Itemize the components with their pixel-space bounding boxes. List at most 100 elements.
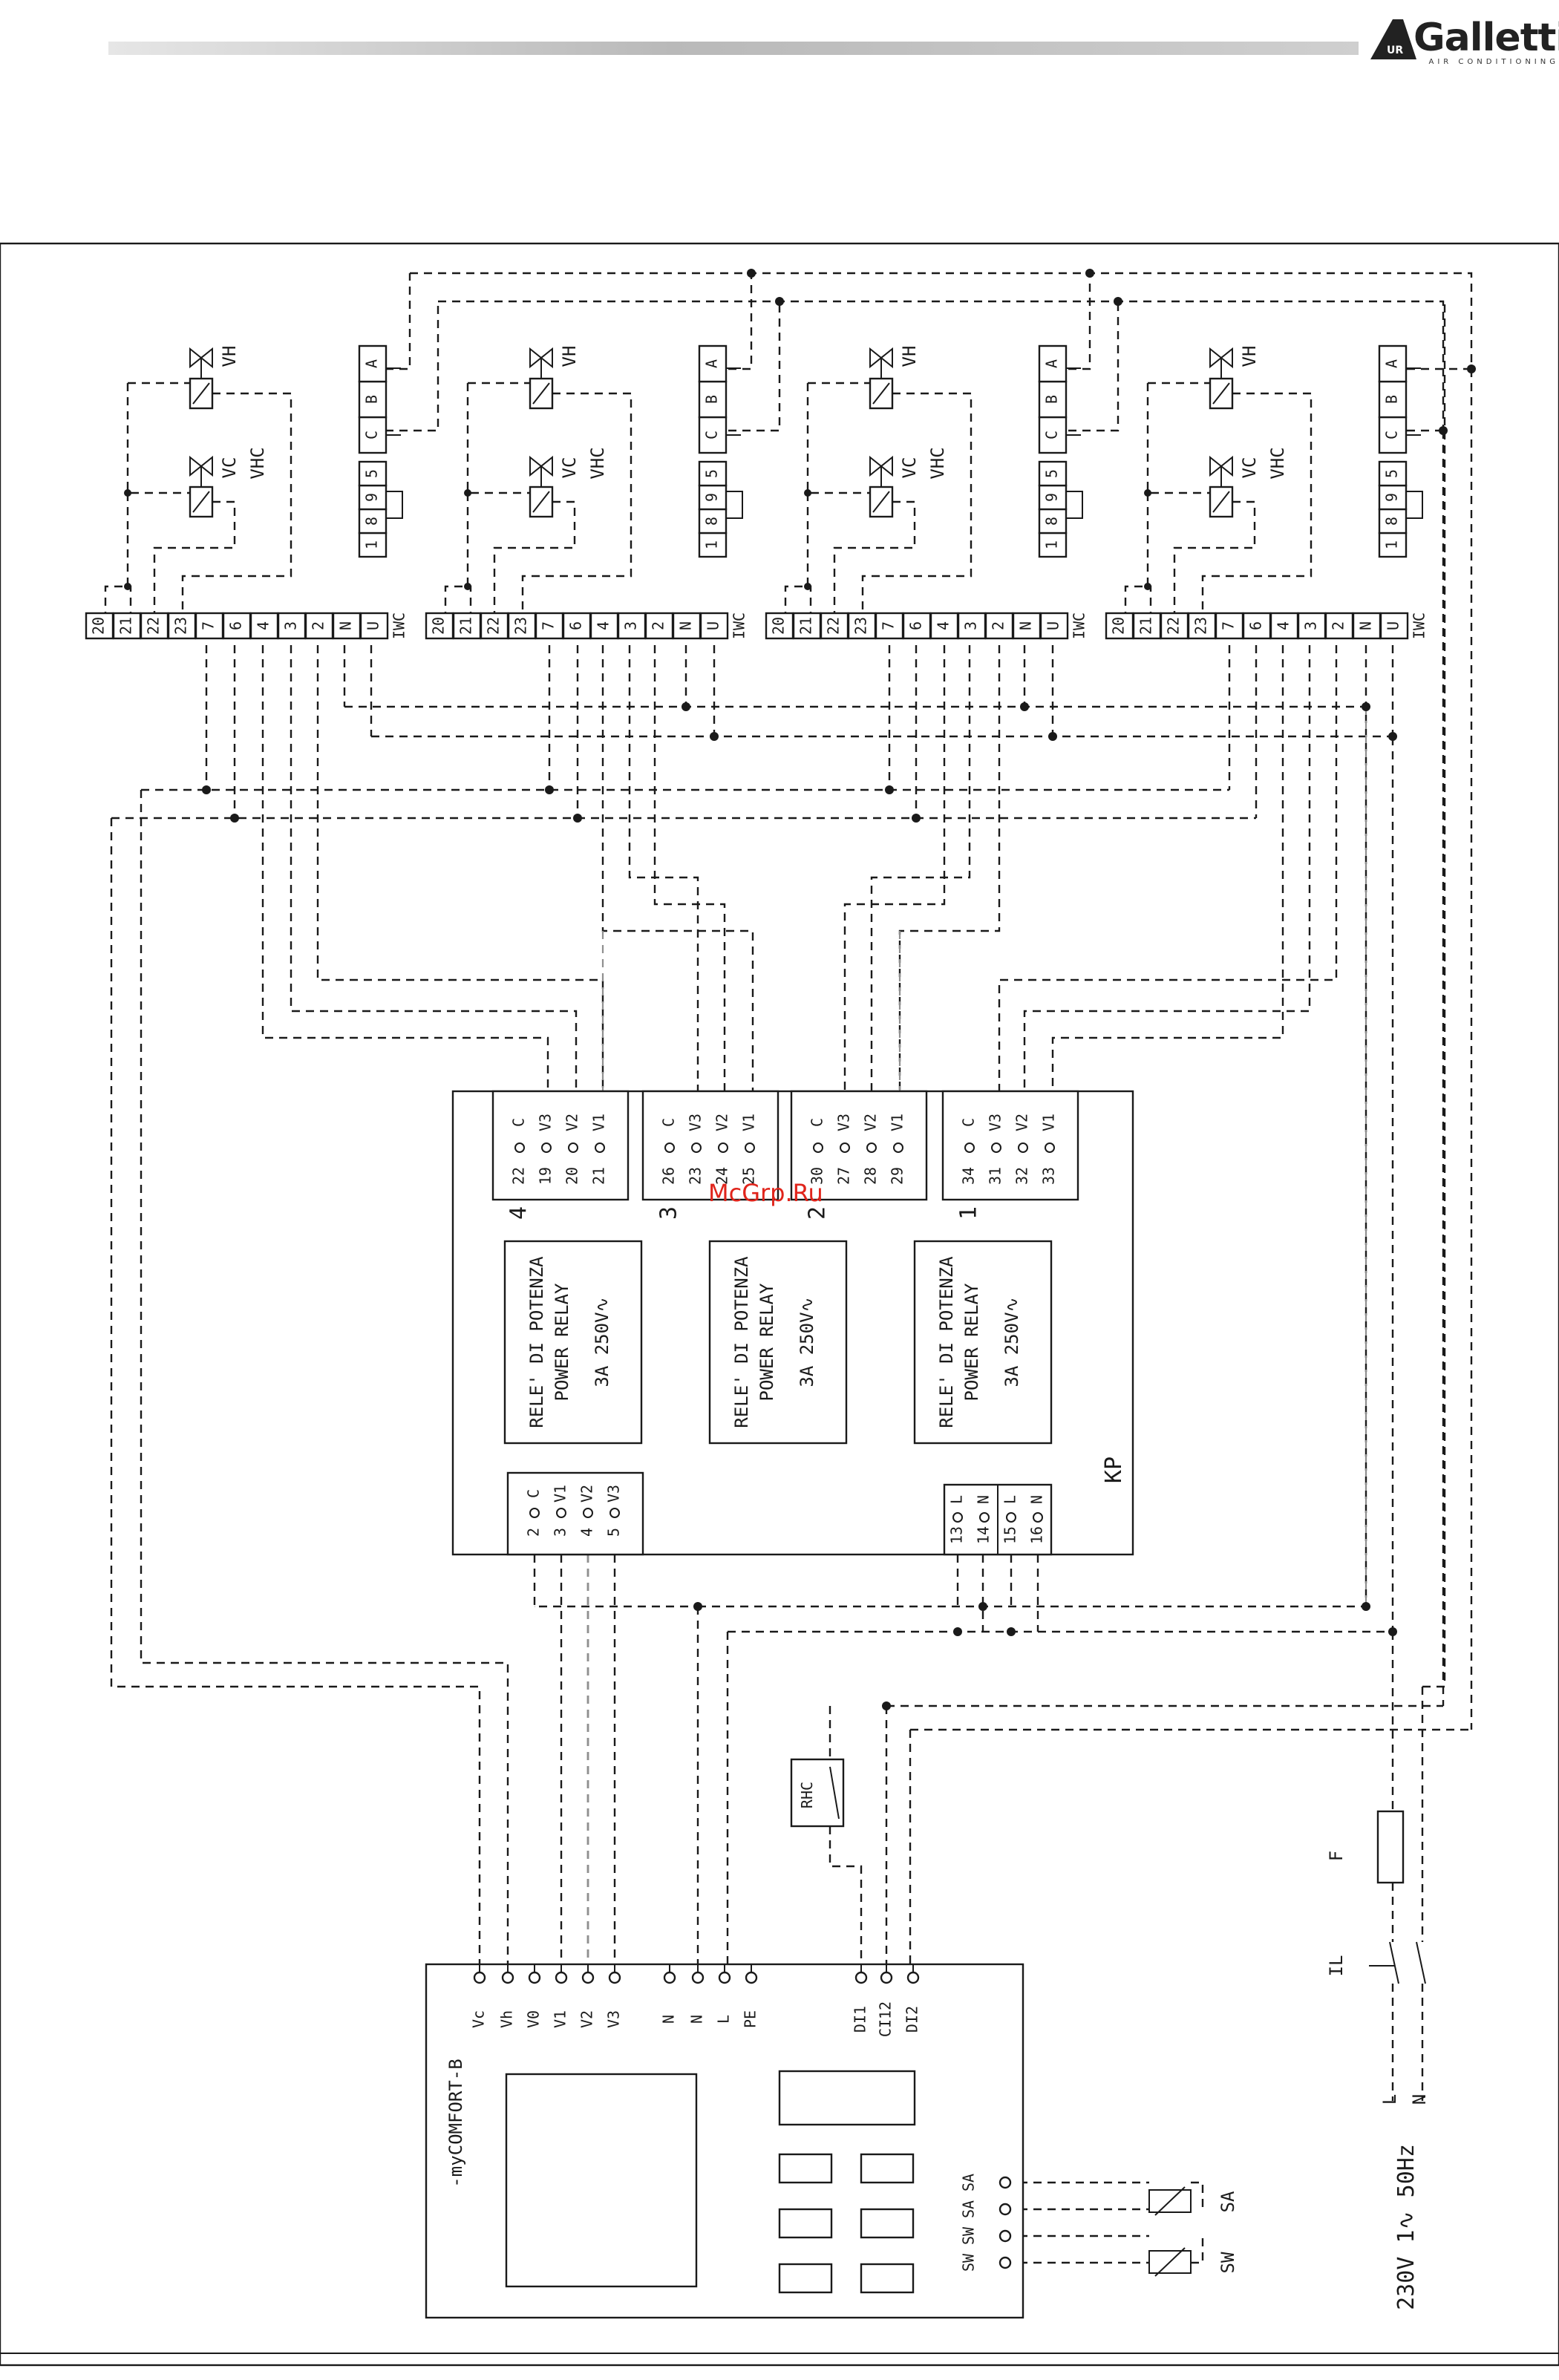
wire-45 <box>533 1554 698 1608</box>
terminal-3: 3 <box>282 621 300 630</box>
cba-B: B <box>1383 395 1401 404</box>
vc-coil-mark <box>532 491 550 513</box>
cba-C: C <box>1043 431 1061 439</box>
wire-4 <box>371 301 439 432</box>
wire-42 <box>1051 631 1284 1091</box>
vhc-label: VHC <box>1267 447 1288 479</box>
connector-cba: CBA <box>358 344 401 454</box>
cba-B: B <box>703 395 721 404</box>
c1895-1: 1 <box>1043 540 1061 549</box>
wire-33 <box>261 631 549 1091</box>
controller-name: -myCOMFORT-B <box>445 2059 466 2187</box>
kp-row-name: V3 <box>835 1114 853 1131</box>
terminal-U: U <box>1385 621 1402 630</box>
vh-valve-icon <box>1209 347 1233 369</box>
kp-power-terminal <box>1006 1512 1016 1523</box>
wire-43 <box>1023 631 1311 1091</box>
kp-row-pin: 21 <box>590 1167 608 1185</box>
controller-terminal-pe <box>745 1971 758 1984</box>
terminal-4: 4 <box>935 621 952 630</box>
rhc-relay: RHC <box>790 1758 845 1828</box>
kp-row-name: V3 <box>687 1114 705 1131</box>
sa-sensor: SA <box>1148 2186 1238 2216</box>
relay-line-3: 3A 250V∿ <box>592 1297 612 1387</box>
connector-cba: CBA <box>1038 344 1081 454</box>
vh-label: VH <box>899 346 920 367</box>
valve-wire <box>833 500 916 613</box>
terminal-U: U <box>365 621 382 630</box>
watermark: McGrp.Ru <box>708 1179 823 1207</box>
valve-wire <box>153 500 236 613</box>
kp-power-name: N <box>1028 1495 1046 1504</box>
valve-wire <box>1148 585 1152 613</box>
terminal-cell <box>1379 612 1409 640</box>
kp-power-name: L <box>948 1495 966 1504</box>
controller-terminal-n <box>663 1971 676 1984</box>
kp-row-pin: 19 <box>537 1167 555 1185</box>
kp-row-terminal <box>866 1142 877 1153</box>
wire-39 <box>843 631 946 1091</box>
wire-16 <box>140 790 509 1964</box>
terminal-label: IWC <box>1411 612 1428 639</box>
vh-coil-mark <box>1212 382 1230 405</box>
valve-wire <box>466 383 530 494</box>
terminal-cell <box>672 612 702 640</box>
terminal-6: 6 <box>567 621 585 630</box>
terminal-6: 6 <box>227 621 245 630</box>
c1895-5: 5 <box>363 469 381 478</box>
valve-junction <box>1144 489 1151 497</box>
controller-key-6 <box>860 2263 915 2294</box>
terminal-21: 21 <box>1137 617 1155 635</box>
kp-input-name: V2 <box>578 1485 596 1503</box>
fuse <box>1376 1810 1405 1884</box>
wire-2 <box>438 300 1445 431</box>
terminal-cell <box>535 612 564 640</box>
logo-mark-icon: UR <box>1370 19 1416 59</box>
terminal-U: U <box>705 621 722 630</box>
line-n-label: N <box>1409 2094 1430 2105</box>
wire-68 <box>828 1826 863 1964</box>
kp-row-pin: 31 <box>987 1167 1004 1185</box>
terminal-cell <box>699 612 729 640</box>
terminal-4: 4 <box>1275 621 1292 630</box>
terminal-21: 21 <box>117 617 135 635</box>
kp-row-terminal <box>745 1142 755 1153</box>
vhc-label: VHC <box>927 447 948 479</box>
kp-row-name: V3 <box>537 1114 555 1131</box>
controller-terminal-l <box>718 1971 731 1984</box>
junction-dot-12 <box>912 814 921 823</box>
kp-power-pin: 14 <box>975 1526 993 1544</box>
vh-label: VH <box>1239 346 1260 367</box>
controller-terminal-v3 <box>608 1971 621 1984</box>
c1895-1: 1 <box>1383 540 1401 549</box>
kp-input-terminal <box>529 1508 540 1518</box>
kp-input-pin: 4 <box>578 1528 596 1537</box>
terminal-3: 3 <box>962 621 980 630</box>
kp-power-name: L <box>1001 1495 1019 1504</box>
controller-display <box>505 2073 698 2288</box>
junction-dot-13 <box>682 702 690 711</box>
vh-coil-mark <box>872 382 890 405</box>
kp-input-terminal <box>556 1508 566 1518</box>
controller-sensor-label: SA <box>960 2200 978 2218</box>
kp-input-box <box>506 1471 644 1556</box>
terminal-cell <box>589 612 619 640</box>
valve-wire <box>784 493 809 613</box>
kp-input-name: V1 <box>552 1485 569 1503</box>
junction-dot-10 <box>573 814 582 823</box>
cba-C: C <box>363 431 381 439</box>
wire-8 <box>1054 301 1120 432</box>
kp-row-name: C <box>660 1118 678 1127</box>
controller-terminal-v2 <box>581 1971 595 1984</box>
fuse-label: F <box>1326 1851 1347 1861</box>
cba-cell <box>698 344 728 383</box>
switch-label: IL <box>1326 1955 1347 1977</box>
